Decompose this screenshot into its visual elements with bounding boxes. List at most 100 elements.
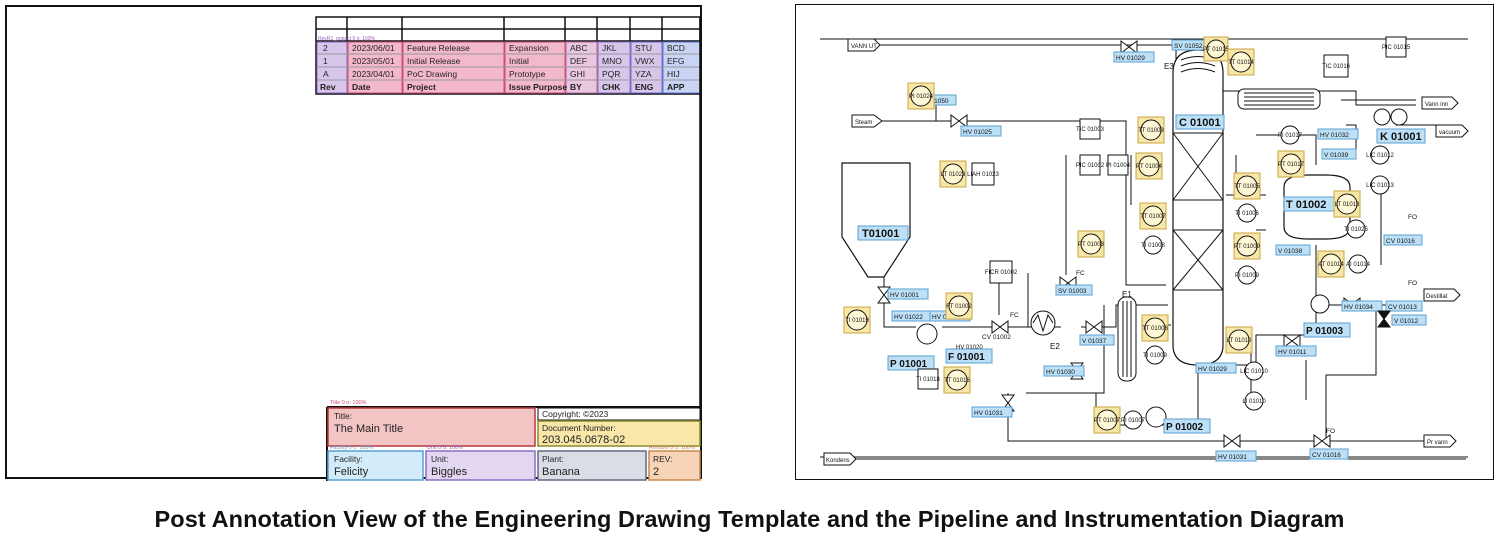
stream-vann-ut: VANN UT — [851, 44, 877, 50]
revision-annotation: Revsize 0 o: 100% — [649, 445, 695, 451]
exchanger-e1-label: E1 — [1122, 290, 1132, 299]
facility-value: Felicity — [334, 466, 369, 478]
misc-tags: FC FO FO FO FC — [1010, 214, 1417, 435]
pipelines — [856, 44, 1466, 460]
compressor-k01001-label: K 01001 — [1380, 131, 1422, 143]
tag-fc: FC — [1076, 270, 1085, 277]
svg-text:LIC 01013: LIC 01013 — [1366, 183, 1394, 189]
instrument-tt01007: TT 01007 — [1139, 202, 1167, 230]
svg-text:LT 01023: LT 01023 — [941, 172, 966, 178]
instrument-ti01025: TI 01025 — [1344, 219, 1369, 239]
rev-2-purpose: Initial — [509, 56, 529, 66]
instrument-ti01018: TI 01018 — [916, 368, 941, 390]
tank-t01001-label: T01001 — [862, 228, 899, 240]
svg-text:V 01012: V 01012 — [1394, 318, 1419, 325]
instrument-pt01003: PT 01003 — [1077, 230, 1105, 258]
svg-text:CV 01013: CV 01013 — [1388, 304, 1417, 311]
exchanger-e1: E1 — [1117, 290, 1137, 382]
docnum-value: 203.045.0678-02 — [542, 434, 625, 446]
instrument-pic01002: PIC 01002 — [1076, 154, 1105, 176]
instrument-pt01004: PT 01004 — [1135, 152, 1163, 180]
rev-3-rev: A — [323, 69, 329, 79]
rev-2-rev: 1 — [323, 56, 328, 66]
instrument-ficr01002: FICR 01002 — [985, 260, 1018, 284]
svg-text:PI 01007: PI 01007 — [1121, 418, 1146, 424]
svg-text:HV 01031: HV 01031 — [974, 410, 1003, 417]
valve-hv01001: HV 01001 — [877, 286, 929, 304]
svg-text:PI 01009: PI 01009 — [1235, 273, 1260, 279]
instruments: PT 01015 PIC 01015 TT 01014 TIC 01016 PI… — [843, 36, 1411, 434]
engineering-drawing-template: RevR1_project 0 o: 100% 2 2023/06/01 Fea… — [5, 5, 702, 481]
instrument-ti01009: TI 01009 — [1143, 345, 1168, 365]
svg-text:TT 01005: TT 01005 — [1234, 184, 1260, 190]
rev-2-by: DEF — [570, 56, 587, 66]
column-c01001: C 01001 — [1172, 49, 1225, 366]
condenser-e3: E3 — [1164, 62, 1321, 110]
svg-text:PI 01017: PI 01017 — [1278, 133, 1303, 139]
filter-f01001-label: F 01001 — [948, 352, 985, 363]
drum-t01002-label: T 01002 — [1286, 199, 1326, 211]
rev-3-app: HIJ — [667, 69, 680, 79]
instrument-lt01013: LT 01013 — [1333, 190, 1361, 218]
tag-fc-2: FC — [1010, 312, 1019, 319]
svg-text:HV 01030: HV 01030 — [1046, 369, 1075, 376]
rev-3-by: GHI — [570, 69, 585, 79]
valve-hv01031-left: HV 01031 — [971, 394, 1015, 418]
pid-diagram-panel: T01001 C 01001 E3 — [795, 4, 1494, 480]
svg-text:CV 01002: CV 01002 — [982, 334, 1011, 341]
valve-tags: HV 01029 SV 01052 SV 01050 HV 01025 HV 0… — [877, 39, 1427, 462]
svg-text:LIC 01010: LIC 01010 — [1240, 369, 1268, 375]
rev-1-by: ABC — [570, 43, 587, 53]
svg-text:SV 01003: SV 01003 — [1058, 288, 1087, 295]
instrument-pt01015: PT 01015 — [1203, 36, 1230, 62]
svg-text:V 01038: V 01038 — [1278, 248, 1303, 255]
template-canvas: RevR1_project 0 o: 100% 2 2023/06/01 Fea… — [315, 16, 701, 481]
rev-label: REV: — [653, 454, 673, 464]
svg-text:TI 01025: TI 01025 — [1344, 227, 1368, 233]
title-annotation: Title 0 o: 100% — [330, 400, 367, 406]
svg-text:PI 01004: PI 01004 — [1106, 163, 1131, 169]
svg-text:TIC 01016: TIC 01016 — [1322, 64, 1351, 70]
rev-header-project: Project — [407, 82, 436, 92]
instrument-lt01023: LT 01023 — [939, 160, 967, 188]
instrument-lic01012: LIC 01012 — [1366, 145, 1395, 165]
rev-header-eng: ENG — [635, 82, 654, 92]
svg-text:FICR 01002: FICR 01002 — [985, 270, 1018, 276]
stream-steam: Steam — [855, 120, 872, 126]
svg-text:HV 01029: HV 01029 — [1116, 55, 1145, 62]
stream-vacuum: vacuum — [1439, 130, 1460, 136]
instrument-lic01010: LIC 01010 — [1240, 361, 1269, 381]
instrument-pi01024: PI 01024 — [907, 82, 935, 110]
rev-1-purpose: Expansion — [509, 43, 549, 53]
svg-text:LI 01010: LI 01010 — [1242, 399, 1266, 405]
rev-3-date: 2023/04/01 — [352, 69, 395, 79]
instrument-li01010: LI 01010 — [1242, 391, 1266, 411]
instrument-at01014: AT 01014 — [1317, 250, 1345, 278]
valve-cv01016-bottom: CV 01016 — [1309, 434, 1349, 460]
unit-label: Unit: — [431, 454, 448, 464]
svg-text:HV 01022: HV 01022 — [894, 314, 923, 321]
svg-text:TT 01007: TT 01007 — [1140, 214, 1166, 220]
valve-v01012: V 01012 — [1377, 310, 1427, 328]
rev-header-by: BY — [570, 82, 582, 92]
figure-caption: Post Annotation View of the Engineering … — [154, 506, 1345, 532]
rev-header-purpose: Issue Purpose — [509, 82, 567, 92]
instrument-lic01013: LIC 01013 — [1366, 175, 1395, 195]
instrument-pi01017: PI 01017 — [1278, 125, 1303, 145]
valve-hv01032: HV 01032 — [1317, 128, 1359, 140]
rev-value: 2 — [653, 466, 659, 478]
instrument-ti01019: TI 01019 — [843, 306, 871, 334]
facility-annotation: Facility 0 o: 100% — [330, 445, 374, 451]
svg-text:TI 01009: TI 01009 — [1143, 353, 1167, 359]
revision-rows: 2 2023/06/01 Feature Release Expansion A… — [323, 43, 685, 79]
instrument-tic01003: TIC 01003 — [1076, 118, 1105, 140]
svg-text:LT 01010: LT 01010 — [1227, 338, 1252, 344]
rev-row-annotation: RevR1_project 0 o: 100% — [318, 36, 376, 42]
svg-text:V 01039: V 01039 — [1324, 152, 1349, 159]
svg-text:LIC 01012: LIC 01012 — [1366, 153, 1394, 159]
valve-sv01003: SV 01003 — [1055, 276, 1093, 296]
instrument-ft01002: FT 01002 — [945, 292, 973, 320]
valve-hv01022: HV 01022 — [891, 310, 933, 322]
tank-t01001: T01001 — [841, 162, 911, 278]
revision-header-row: Rev Date Project Issue Purpose BY CHK EN… — [320, 82, 685, 92]
